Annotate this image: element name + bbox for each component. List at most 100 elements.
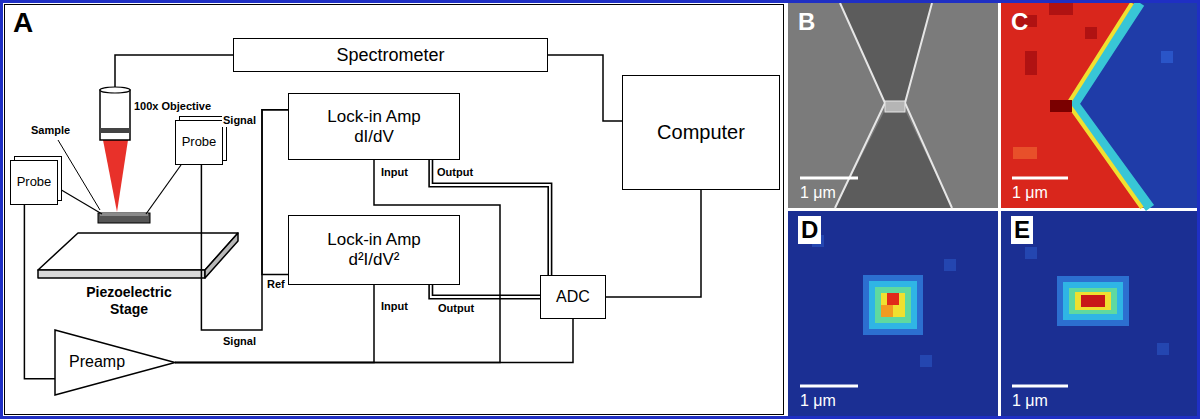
signal-label: Input <box>380 166 409 179</box>
electrode-edge <box>905 3 952 208</box>
triangle-shape <box>55 330 175 395</box>
map-pixel <box>1069 288 1117 314</box>
signal-label: Input <box>380 300 409 313</box>
node-text: Computer <box>657 121 745 144</box>
sem-image <box>788 3 998 208</box>
sample-top <box>100 213 148 216</box>
objective-band <box>100 128 130 133</box>
wire-line <box>175 285 374 363</box>
probe-tip <box>58 188 102 214</box>
lockin-box: Lock-in Amp d²I/dV² <box>288 215 460 285</box>
node-text: Probe <box>182 135 217 150</box>
wire-line <box>548 55 622 121</box>
panel-letter: B <box>798 8 815 36</box>
probe-tip <box>146 165 181 214</box>
scale-label: 1 μm <box>1012 392 1048 410</box>
optical-wire <box>115 55 233 87</box>
panel-letter: E <box>1011 216 1033 244</box>
map-pixel <box>1057 276 1129 326</box>
computer-box: Computer <box>622 75 780 190</box>
wire <box>606 190 701 297</box>
panel-letter: C <box>1011 8 1028 36</box>
stage-side <box>205 233 238 278</box>
scale-label: 1 μm <box>1012 184 1048 202</box>
wire <box>548 55 622 121</box>
part-label: Piezoelectric Stage <box>78 284 180 318</box>
wire <box>24 205 55 379</box>
wire-line <box>175 319 573 363</box>
map-edge <box>1068 3 1142 208</box>
image-panel: E 1 μm <box>1001 211 1197 416</box>
objective-body <box>100 90 130 140</box>
wire-line <box>175 160 500 363</box>
nanogap <box>885 101 905 112</box>
wire-line <box>606 190 701 297</box>
scale-bar <box>1012 385 1068 388</box>
preamp-triangle: Preamp <box>55 330 175 395</box>
wire-inner <box>431 285 540 297</box>
hotspot-map <box>1001 211 1197 416</box>
map-blue <box>1074 3 1197 208</box>
part-label: 100x Objective <box>133 100 212 113</box>
panel-frame: A SpectrometerLock-in Amp dI/dV Lock-in Am… <box>4 4 784 415</box>
map-pixel <box>1075 292 1111 310</box>
signal-label: Output <box>436 166 474 179</box>
map-pixel <box>875 287 911 323</box>
image-panel: C 1 μm <box>1001 3 1197 208</box>
intensity-map <box>1001 3 1197 208</box>
signal-label: Ref <box>266 278 286 291</box>
image-panel: B 1 μm <box>788 3 998 208</box>
instrument-box: Spectrometer <box>233 38 548 72</box>
laser-beam <box>103 140 128 212</box>
map-pixel <box>869 281 917 329</box>
map-pixel <box>1085 27 1097 39</box>
map-pixel <box>1013 147 1037 159</box>
scale-bar <box>800 385 858 388</box>
scale-label: 1 μm <box>800 392 836 410</box>
node-text: ADC <box>556 288 590 306</box>
map-pixel <box>1063 282 1123 320</box>
sem-ground <box>788 3 998 208</box>
map-pixel <box>1050 100 1072 112</box>
leader-line <box>58 140 100 210</box>
probe-box: Probe <box>175 120 223 165</box>
double-wire <box>431 285 540 297</box>
map-pixel <box>881 293 905 317</box>
adc-box: ADC <box>540 275 606 319</box>
probe-box: Probe <box>10 160 58 205</box>
map-pixel <box>887 293 899 305</box>
scale-label: 1 μm <box>800 184 836 202</box>
map-pixel <box>863 275 923 335</box>
map-pixel <box>1049 3 1073 15</box>
signal-label: Signal <box>222 335 257 348</box>
node-text: Spectrometer <box>336 45 444 66</box>
stage-front <box>38 270 205 278</box>
stage-drawing <box>38 233 238 278</box>
map-pixel <box>1157 343 1169 355</box>
objective-drawing <box>100 87 130 140</box>
wire <box>175 285 374 363</box>
node-text: Probe <box>17 175 52 190</box>
node-text: Lock-in Amp d²I/dV² <box>312 230 437 269</box>
wire <box>262 110 288 275</box>
panel-letter: A <box>13 7 33 39</box>
wire-line <box>431 285 540 297</box>
scale-bar <box>1012 177 1068 180</box>
sem-gap <box>835 110 952 208</box>
map-ground <box>1001 211 1197 416</box>
signal-label: Output <box>437 302 475 315</box>
wire <box>175 319 573 363</box>
node-text: Preamp <box>69 353 125 371</box>
map-pixel <box>1081 295 1105 307</box>
node-text: Lock-in Amp dI/dV <box>312 107 437 146</box>
hotspot-map <box>788 211 998 416</box>
panel-letter: D <box>798 216 821 244</box>
map-pixel <box>1025 247 1037 259</box>
map-pixel <box>1161 51 1173 63</box>
map-pixel <box>1025 51 1037 75</box>
image-panel: D 1 μm <box>788 211 998 416</box>
wire-line <box>24 205 55 379</box>
